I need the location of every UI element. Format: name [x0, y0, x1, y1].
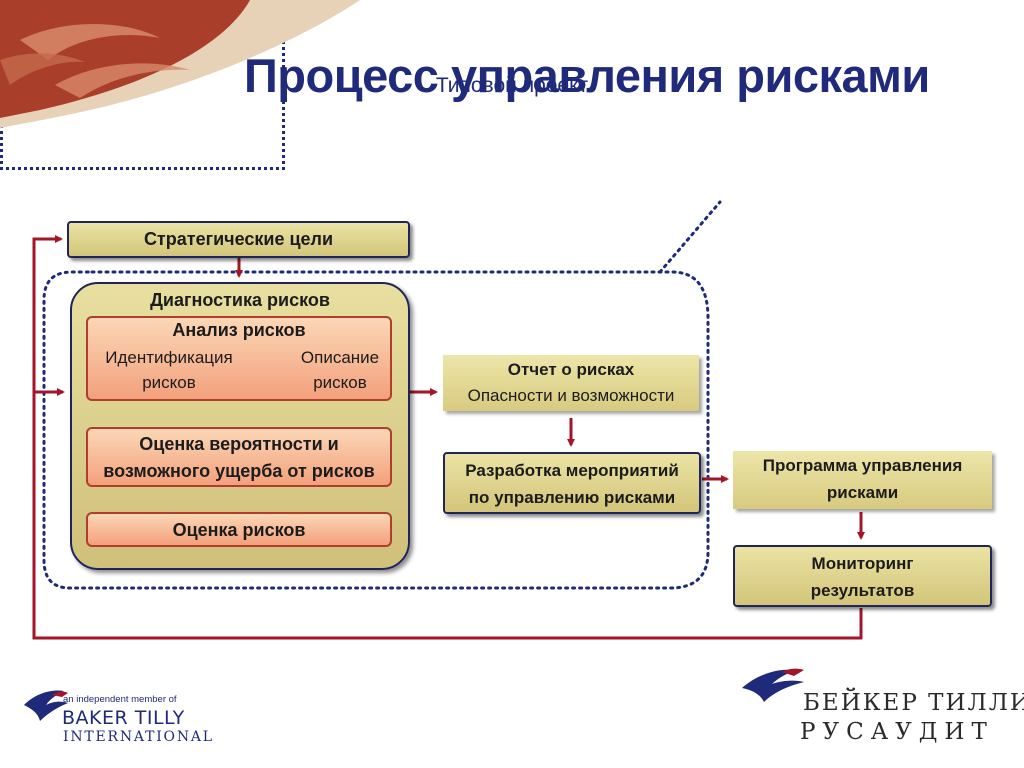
baker-tilly-rusaudit-line-1: БЕЙКЕР ТИЛЛИ [803, 690, 1024, 716]
page-title: Процесс управления рисками [244, 49, 930, 102]
strategic-goals-label: Стратегические цели [143, 229, 334, 249]
identification-label: Идентификация рисков [105, 348, 233, 392]
measures-line-2: по управлению рисками [468, 488, 676, 507]
corner-decoration [0, 0, 360, 128]
monitoring-line-1: Мониторинг [811, 554, 914, 573]
baker-tilly-international: INTERNATIONAL [63, 729, 214, 745]
monitoring-line-2: результатов [810, 581, 915, 600]
risk-analysis-box: Анализ рисков Идентификация рисков Описа… [86, 316, 392, 401]
probability-assessment-box: Оценка вероятности и возможного ущерба о… [86, 427, 392, 487]
monitoring-box: Мониторинг результатов [733, 545, 992, 607]
strategic-goals-box: Стратегические цели [67, 221, 410, 258]
measures-line-1: Разработка мероприятий [465, 461, 679, 480]
risk-assessment-box: Оценка рисков [86, 512, 392, 547]
risk-report-subtitle: Опасности и возможности [467, 386, 675, 405]
risk-diagnostics-title: Диагностика рисков [150, 290, 330, 310]
dotted-region [42, 270, 710, 590]
arrow-feedback-to-goals [32, 235, 863, 640]
baker-tilly-member-text: an independent member of [63, 694, 177, 705]
program-line-2: рисками [826, 483, 899, 502]
risk-analysis-title: Анализ рисков [172, 320, 306, 340]
risk-assessment-label: Оценка рисков [172, 520, 306, 540]
risk-report-box: Отчет о рисках Опасности и возможности [443, 355, 699, 411]
eagle-logo-icon [24, 690, 68, 721]
baker-tilly-name: BAKER TILLY [62, 707, 185, 729]
callout-line [658, 200, 722, 274]
description-label: Описание рисков [300, 348, 380, 392]
risk-report-title: Отчет о рисках [507, 360, 635, 379]
measures-development-box: Разработка мероприятий по управлению рис… [443, 452, 701, 514]
probability-line-2: возможного ущерба от рисков [103, 461, 375, 481]
typical-project-label: Типовой проект [435, 74, 589, 97]
eagle-logo-icon [742, 668, 804, 702]
risk-program-box: Программа управления рисками [733, 451, 992, 509]
program-line-1: Программа управления [762, 456, 963, 475]
probability-line-1: Оценка вероятности и [139, 434, 339, 454]
baker-tilly-rusaudit-line-2: РУСАУДИТ [800, 719, 994, 745]
